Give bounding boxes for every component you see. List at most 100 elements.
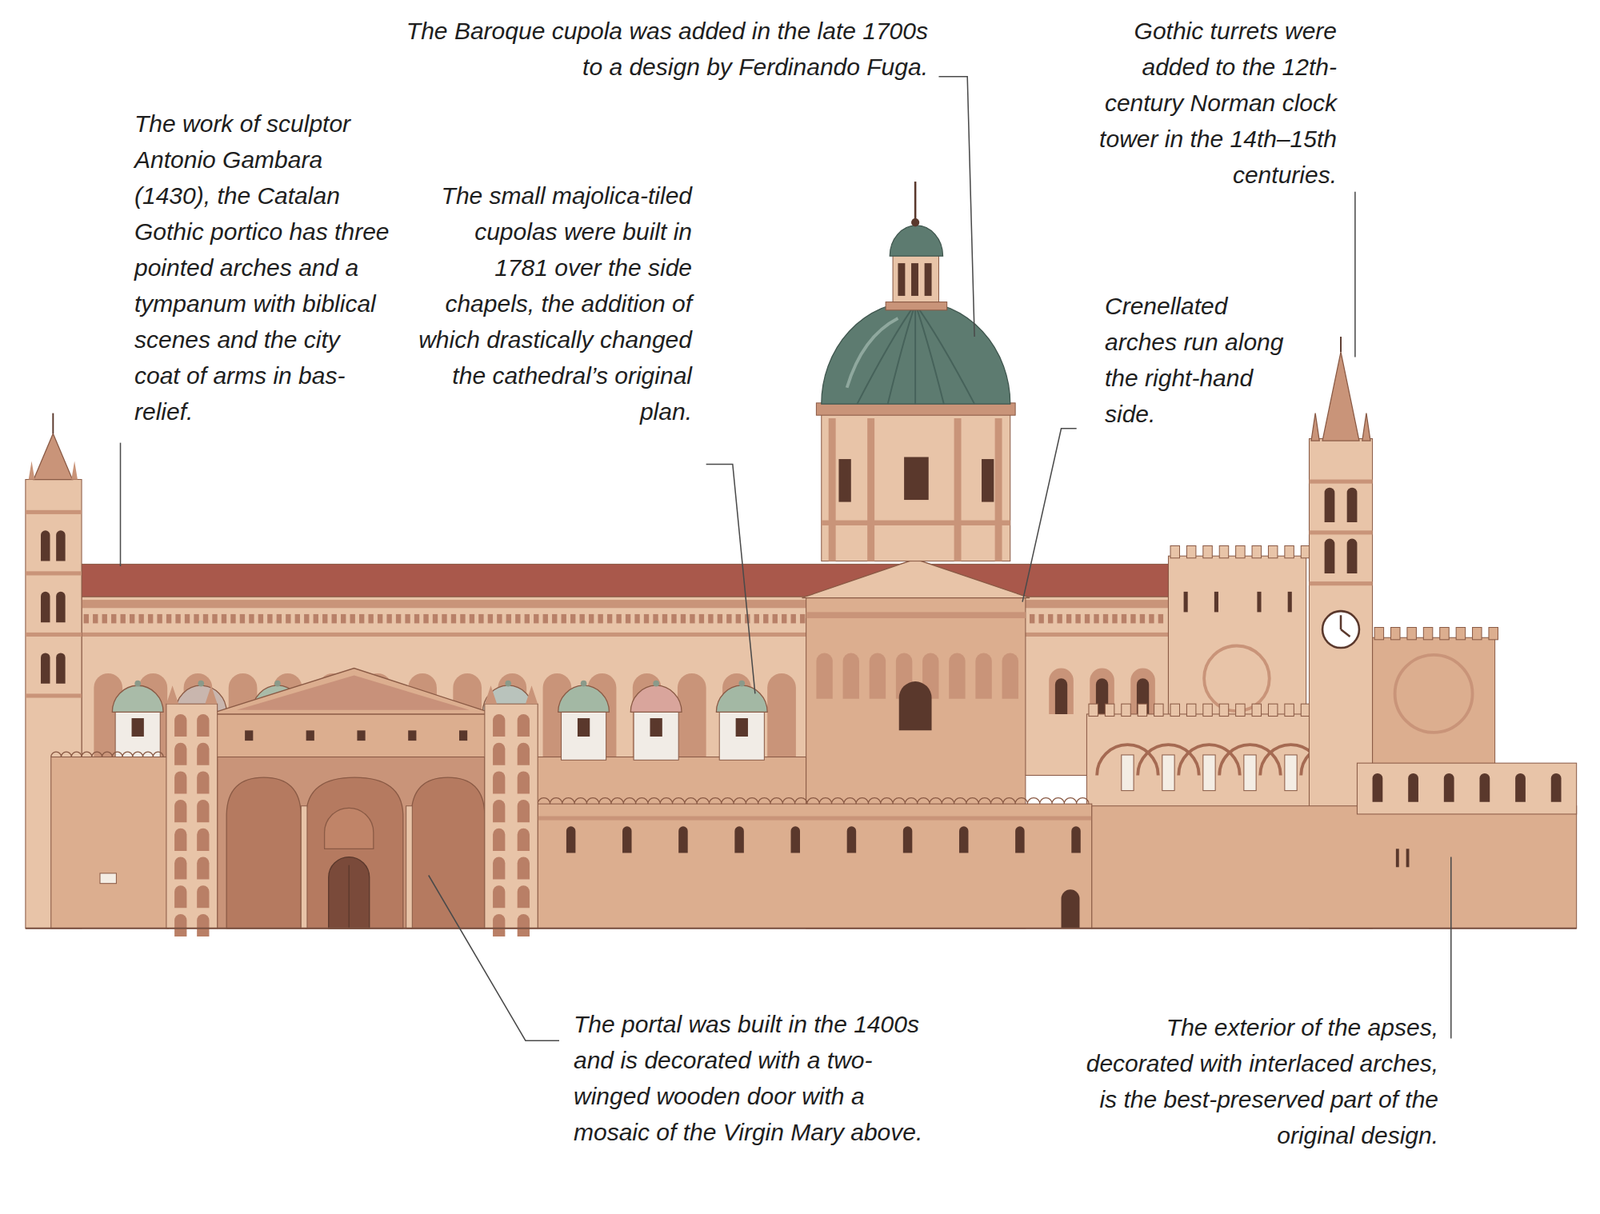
dentil bbox=[496, 614, 502, 624]
cupola-window bbox=[132, 718, 144, 737]
dentil bbox=[763, 614, 768, 624]
merlon bbox=[1488, 628, 1498, 640]
drum-pilaster bbox=[995, 418, 1003, 562]
drum-pilaster bbox=[828, 418, 836, 562]
spire-finial bbox=[1340, 336, 1342, 352]
pointed-arch bbox=[411, 777, 485, 929]
pier-tracery bbox=[174, 743, 187, 766]
dentil bbox=[1038, 614, 1044, 624]
clock-hands bbox=[1340, 615, 1350, 637]
leader-line bbox=[428, 875, 560, 1041]
dentil bbox=[322, 614, 328, 624]
pier-tracery bbox=[517, 743, 530, 766]
dentil bbox=[332, 614, 337, 624]
dentil bbox=[156, 614, 162, 624]
dentil bbox=[267, 614, 272, 624]
merlon bbox=[1268, 545, 1277, 558]
dentil bbox=[1048, 614, 1053, 624]
lantern-balcony bbox=[885, 302, 948, 311]
apse-window bbox=[1408, 773, 1419, 803]
dentil bbox=[488, 614, 493, 624]
corbel bbox=[408, 730, 416, 741]
merlon bbox=[1374, 628, 1384, 640]
arcade-opening bbox=[1284, 755, 1297, 792]
tower-window bbox=[1347, 539, 1358, 574]
drum-window bbox=[981, 459, 994, 503]
merlon bbox=[1203, 704, 1212, 716]
dentil bbox=[625, 614, 631, 624]
merlon bbox=[1088, 704, 1098, 716]
slit-window bbox=[1184, 592, 1188, 613]
dentil bbox=[175, 614, 180, 624]
tower-band bbox=[25, 510, 82, 515]
merlon bbox=[1284, 545, 1294, 558]
pier-tracery bbox=[492, 771, 505, 794]
crossing-blind-arch bbox=[843, 652, 860, 699]
dentil bbox=[304, 614, 309, 624]
tower-band bbox=[25, 693, 82, 698]
pier-tracery bbox=[174, 885, 187, 908]
dentil bbox=[414, 614, 420, 624]
portico-pier bbox=[166, 704, 218, 929]
arcade-opening bbox=[1244, 755, 1256, 792]
pier-tracery bbox=[517, 885, 530, 908]
dentil bbox=[1148, 614, 1154, 624]
merlon bbox=[1268, 704, 1277, 716]
pier-tracery bbox=[517, 800, 530, 823]
crenellation bbox=[51, 752, 164, 757]
merlon bbox=[1252, 704, 1261, 716]
dentil bbox=[368, 614, 373, 624]
callout-text: The Baroque cupola was added in the late… bbox=[400, 12, 928, 85]
dentil bbox=[1140, 614, 1145, 624]
pier-tracery bbox=[174, 771, 187, 794]
portico-pier bbox=[484, 704, 538, 929]
pier-tracery bbox=[196, 771, 209, 794]
nave-arch bbox=[1048, 668, 1074, 715]
dentil bbox=[699, 614, 704, 624]
aisle-window bbox=[734, 826, 744, 853]
apse-window bbox=[1479, 773, 1490, 803]
crenellation bbox=[537, 798, 1089, 805]
dentil bbox=[295, 614, 300, 624]
apse-upper-wall bbox=[1356, 763, 1576, 815]
dentil bbox=[313, 614, 319, 624]
aisle-window bbox=[1071, 826, 1080, 853]
nave-window bbox=[1055, 678, 1068, 715]
merlon bbox=[1236, 704, 1245, 716]
drum-window bbox=[838, 459, 851, 503]
callout-text: Crenellated arches run along the right-h… bbox=[1104, 288, 1297, 432]
tower-band bbox=[25, 632, 82, 637]
dentil bbox=[166, 614, 172, 624]
merlon bbox=[1170, 704, 1180, 716]
leader-line bbox=[1022, 428, 1077, 603]
dentil bbox=[248, 614, 254, 624]
apse-slit bbox=[1396, 848, 1400, 868]
dentil bbox=[111, 614, 116, 624]
slit-window bbox=[1256, 592, 1261, 613]
tower-block bbox=[1168, 556, 1306, 720]
dentil bbox=[276, 614, 282, 624]
merlon bbox=[1170, 545, 1180, 558]
apse-slit bbox=[1406, 848, 1410, 868]
dentil bbox=[432, 614, 438, 624]
dentil bbox=[1093, 614, 1099, 624]
dentil bbox=[1103, 614, 1108, 624]
merlon bbox=[1121, 704, 1131, 716]
tympanum bbox=[236, 675, 470, 710]
arcade-opening bbox=[1162, 755, 1175, 792]
lantern-dome bbox=[889, 225, 943, 256]
pier-tracery bbox=[174, 914, 187, 937]
pier-tracery bbox=[196, 885, 209, 908]
dentil bbox=[285, 614, 291, 624]
portico-pediment bbox=[208, 668, 495, 715]
dentil bbox=[404, 614, 410, 624]
dentil bbox=[754, 614, 760, 624]
blind-arch bbox=[767, 673, 796, 758]
leader-line bbox=[706, 464, 756, 694]
dentil bbox=[800, 614, 805, 624]
dentil bbox=[708, 614, 713, 624]
pier-pinnacle bbox=[484, 685, 538, 704]
merlon bbox=[1472, 628, 1482, 640]
dentil bbox=[616, 614, 621, 624]
pier-tracery bbox=[196, 914, 209, 937]
